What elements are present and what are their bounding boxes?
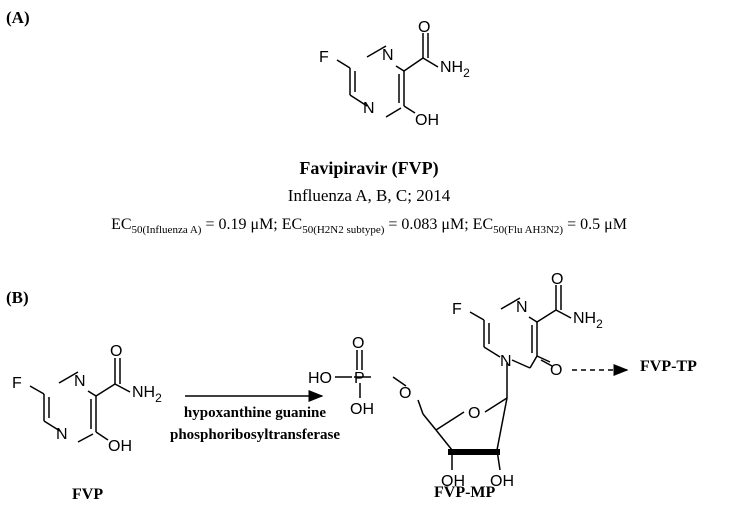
ribose-ring-oxygen: O — [468, 405, 480, 422]
phosphate-ho-group: HO — [308, 370, 332, 387]
ribose-2-hydroxyl: OH — [490, 473, 514, 490]
fvp-tp-label: FVP-TP — [640, 358, 697, 375]
fluorine-atom: F — [319, 49, 329, 66]
fvp-ring-nitrogen-bottom: N — [56, 426, 68, 443]
fvpmp-amide-group: NH2 — [573, 310, 603, 331]
compound-subtitle: Influenza A, B, C; 2014 — [287, 186, 451, 205]
favipiravir-structure-a — [336, 33, 439, 118]
compound-title: Favipiravir (FVP) — [299, 158, 439, 178]
ec50-flu-ah3n2: EC50(Flu AH3N2) = 0.5 μM — [472, 216, 627, 236]
fvpmp-fluorine-atom: F — [452, 301, 462, 318]
enzyme-line-1: hypoxanthine guanine — [183, 405, 327, 421]
fvpmp-ring-nitrogen-top: N — [516, 299, 528, 316]
fvp-amide-group: NH2 — [132, 384, 162, 405]
fvpmp-amide-carbonyl-oxygen: O — [551, 271, 563, 288]
favipiravir-structure-b — [29, 358, 131, 443]
fvp-mp-structure — [335, 285, 572, 471]
hydroxyl-group: OH — [415, 112, 439, 129]
phosphate-ester-oxygen: O — [399, 385, 411, 402]
ring-nitrogen-top: N — [382, 47, 394, 64]
ec50-influenza-a: EC50(Influenza A) = 0.19 μM; — [111, 216, 282, 236]
ring-nitrogen-bottom: N — [363, 100, 375, 117]
amide-group: NH2 — [440, 59, 470, 80]
ec50-h2n2: EC50(H2N2 subtype) = 0.083 μM; — [281, 216, 473, 236]
phosphorus-atom: P — [354, 370, 365, 387]
phosphoryl-oxygen: O — [352, 335, 364, 352]
fvp-label: FVP — [72, 486, 104, 503]
fvp-mp-label: FVP-MP — [434, 484, 496, 501]
fvp-fluorine-atom: F — [12, 375, 22, 392]
panel-b-label: (B) — [6, 288, 29, 307]
fvpmp-ring-carbonyl-oxygen: O — [550, 362, 562, 379]
fvp-ring-nitrogen-top: N — [74, 373, 86, 390]
ribose-3-hydroxyl: OH — [441, 473, 465, 490]
fvp-hydroxyl-group: OH — [108, 438, 132, 455]
phosphate-hydroxyl: OH — [350, 401, 374, 418]
ec50-values: EC50(Influenza A) = 0.19 μM; EC50(H2N2 s… — [0, 216, 738, 236]
fvp-carbonyl-oxygen: O — [110, 343, 122, 360]
enzyme-line-2: phosphoribosyltransferase — [169, 427, 341, 443]
panel-a-label: (A) — [6, 8, 30, 27]
fvpmp-ring-nitrogen-glycosidic: N — [500, 353, 512, 370]
carbonyl-oxygen: O — [418, 19, 430, 36]
